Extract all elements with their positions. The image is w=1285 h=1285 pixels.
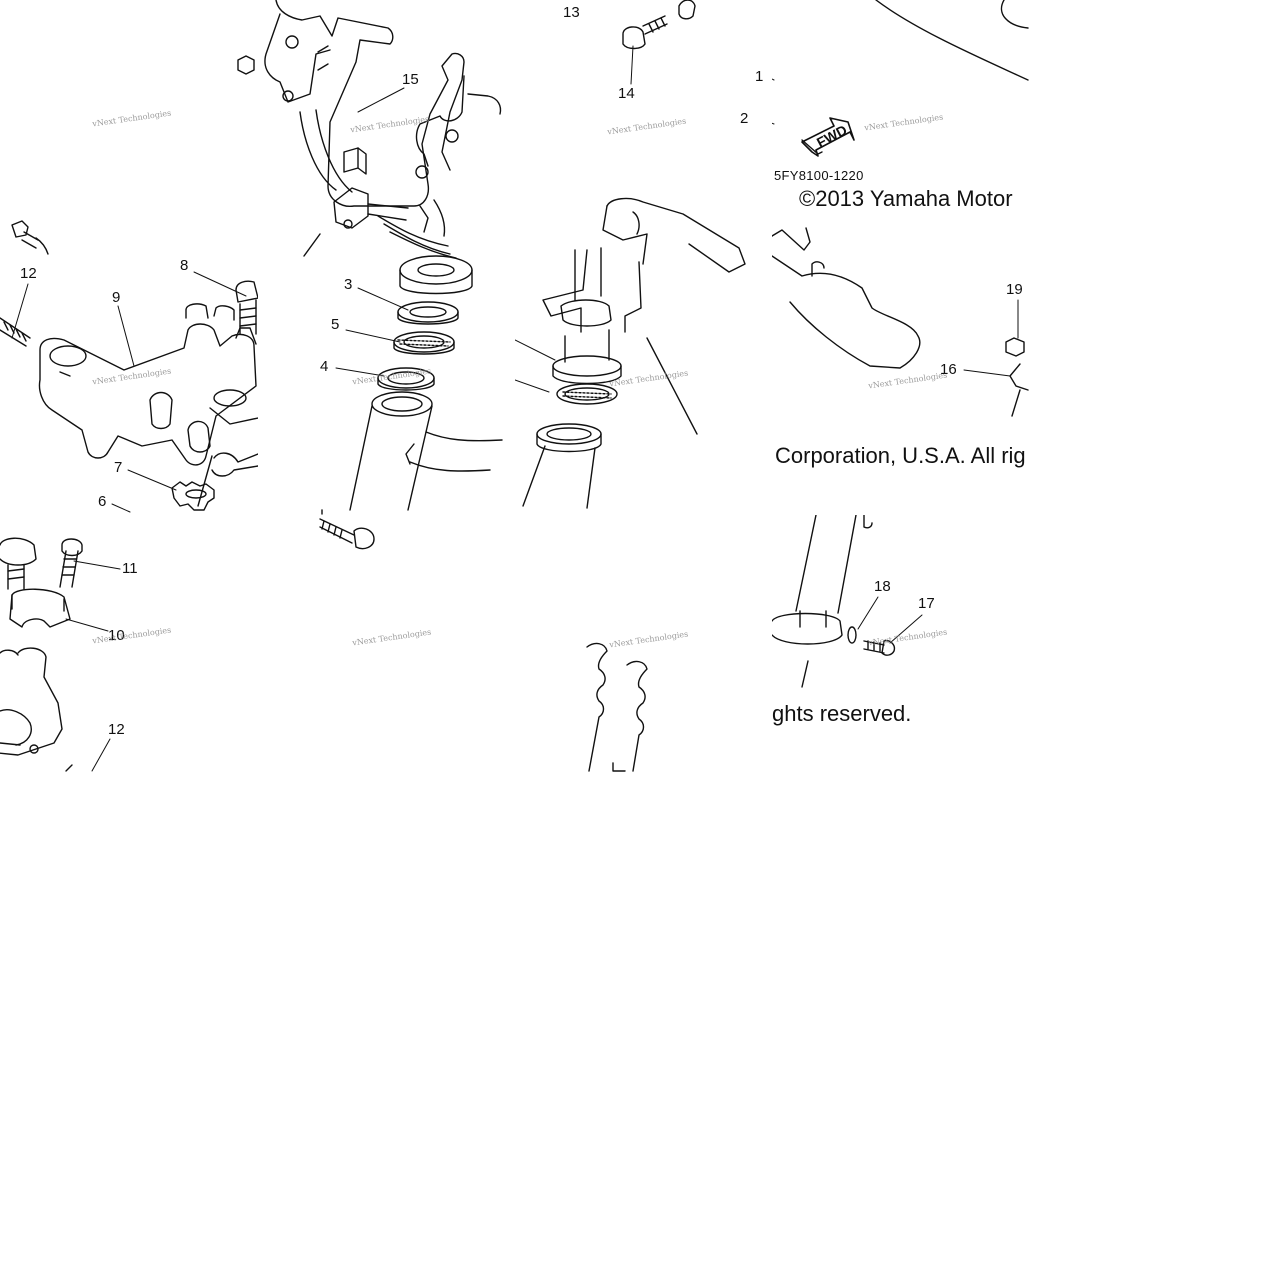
cable-clip-part <box>343 147 367 175</box>
steering-head-pipe-part <box>349 391 503 511</box>
copyright-line-3: ghts reserved. <box>772 701 912 726</box>
fwd-arrow-icon <box>801 117 855 157</box>
leader-lines <box>772 78 1019 377</box>
tile-upper-right: FWD vNext Technologies vN <box>772 0 1029 515</box>
leader-lines <box>857 596 923 644</box>
callout-8: 8 <box>180 257 189 274</box>
callout-9: 9 <box>112 289 121 306</box>
fork-bolt-part <box>863 639 896 656</box>
handlebar-part <box>772 227 921 369</box>
fork-washer-part <box>847 626 857 644</box>
washer-part <box>397 301 459 325</box>
callout-6: 6 <box>98 493 107 510</box>
pinch-bolt-part <box>319 518 375 550</box>
mount-nut-part <box>1005 337 1029 417</box>
callout-16: 16 <box>940 361 957 378</box>
callout-1: 1 <box>755 68 764 85</box>
callout-19: 19 <box>1006 281 1023 298</box>
leader-lines <box>65 560 121 772</box>
linkage-arm-part <box>197 407 258 507</box>
fork-tube-part <box>772 515 873 688</box>
tile-lower-right-center: vNext Technologies <box>515 515 772 772</box>
tile-lower-center: vNext Technologies <box>258 515 515 772</box>
bearing-part <box>393 331 455 355</box>
leader-lines <box>11 271 247 513</box>
fwd-label: FWD <box>814 122 850 151</box>
part-code: 5FY8100-1220 <box>774 168 864 183</box>
tile-upper-left: 12 9 8 7 6 vNext Technologies vNext Tech… <box>0 0 258 515</box>
tank-outline-part <box>875 0 1029 81</box>
callout-11: 11 <box>122 560 138 577</box>
callout-13: 13 <box>563 4 580 21</box>
callout-12-top: 12 <box>20 265 37 282</box>
castle-nut-part <box>171 481 215 511</box>
callout-5: 5 <box>331 316 340 333</box>
headlight-bracket-part <box>264 0 502 237</box>
callout-15: 15 <box>402 71 419 88</box>
tile-upper-right-center: 13 14 vNext Technologies vNext Technolog… <box>515 0 772 515</box>
callout-2: 2 <box>740 110 749 127</box>
lower-bracket-part <box>38 303 257 466</box>
copyright-line-2: Corporation, U.S.A. All rig <box>775 443 1026 468</box>
callout-17: 17 <box>918 595 935 612</box>
tile-lower-left: 11 10 12 vNext Technologies <box>0 515 258 772</box>
fork-boot-part <box>586 642 648 772</box>
leader-lines <box>335 87 409 377</box>
top-bolt-part <box>235 280 258 335</box>
holder-bolt-part <box>59 538 83 588</box>
callout-7: 7 <box>114 459 123 476</box>
callout-18: 18 <box>874 578 891 595</box>
bearing-race-part <box>377 367 435 391</box>
tube-clamp-part <box>303 187 409 257</box>
tile-lower-right: 18 17 vNext Technologies ghts reserved. <box>772 515 1029 772</box>
nut-part <box>237 55 255 75</box>
callout-12-bottom: 12 <box>108 721 125 738</box>
callout-14: 14 <box>618 85 635 102</box>
clamp-bolt-part <box>0 317 31 347</box>
dust-seal-part <box>399 255 473 295</box>
tile-upper-center: 15 3 5 4 vNext Technologies vNext Techno… <box>258 0 515 515</box>
copyright-line-1: ©2013 Yamaha Motor <box>799 186 1013 211</box>
bracket-bolt-part <box>11 220 49 255</box>
callout-4: 4 <box>320 358 329 375</box>
leader-lines <box>515 45 634 393</box>
steering-stem-part <box>522 197 746 509</box>
handlebar-holder-part <box>0 537 37 590</box>
callout-3: 3 <box>344 276 353 293</box>
flange-bolt-part <box>622 0 696 50</box>
upper-bracket-part <box>0 588 73 772</box>
callout-10: 10 <box>108 627 125 644</box>
